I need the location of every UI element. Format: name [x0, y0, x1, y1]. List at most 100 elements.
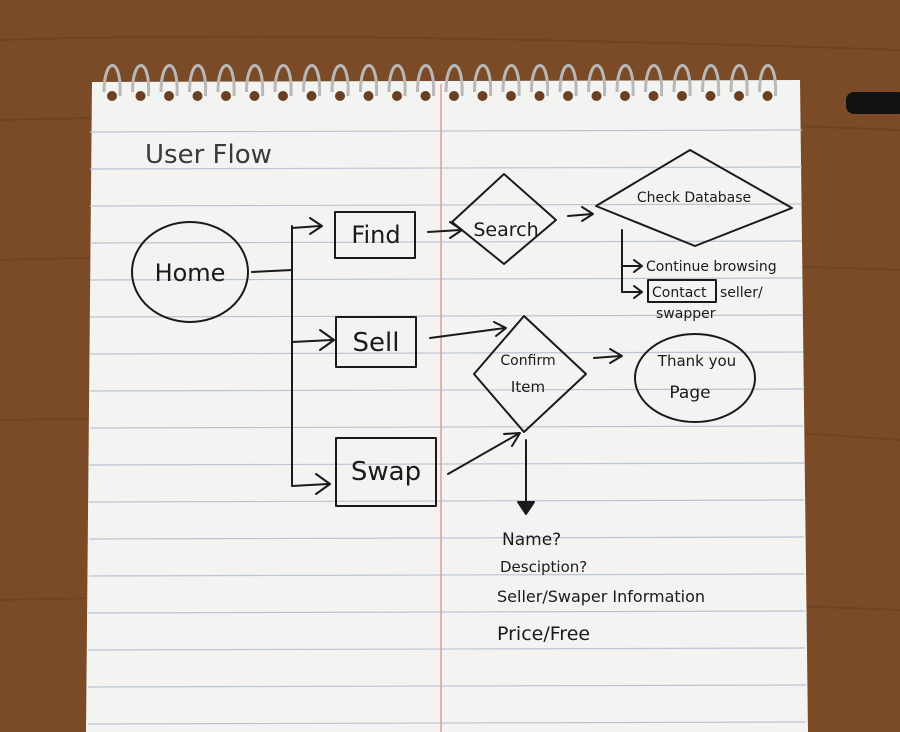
confirm-label-line2: Item: [511, 378, 545, 396]
spiral-coil: [302, 64, 322, 97]
diagram-title: User Flow: [145, 140, 272, 170]
spiral-coil: [587, 64, 607, 97]
home-label: Home: [155, 259, 226, 287]
arrowhead-contact: [633, 285, 643, 299]
edge-find-search: [427, 229, 461, 233]
notebook-page: [86, 64, 808, 732]
spiral-coil: [188, 64, 208, 97]
spiral-hole: [591, 91, 602, 101]
find-label: Find: [351, 221, 400, 249]
edge-search-check: [567, 213, 593, 217]
spiral-hole: [534, 91, 545, 101]
arrowhead-thank: [609, 348, 623, 364]
check-database-node-shape: [595, 149, 793, 247]
spiral-hole: [335, 91, 345, 101]
swapper-label: swapper: [656, 306, 716, 322]
arrowhead-confirm-swap: [503, 432, 521, 447]
spiral-hole: [363, 91, 374, 101]
field-seller-info: Seller/Swaper Information: [497, 587, 705, 606]
spiral-coil: [672, 64, 692, 97]
field-price: Price/Free: [497, 623, 590, 645]
spiral-hole: [449, 91, 459, 101]
spiral-hole: [563, 91, 573, 101]
spiral-coil: [387, 64, 407, 97]
edge-to-find: [291, 225, 321, 229]
spiral-hole: [677, 91, 687, 101]
edge-sell-confirm: [429, 327, 506, 339]
spiral-coil: [330, 64, 350, 97]
edge-swap-confirm: [447, 433, 519, 475]
find-node-shape: [334, 211, 416, 259]
spiral-hole: [734, 91, 744, 101]
spiral-hole: [477, 91, 488, 101]
spiral-hole: [762, 91, 773, 101]
edge-to-sell: [291, 339, 333, 343]
arrowhead-continue: [633, 259, 643, 273]
spiral-binding: [102, 64, 778, 101]
edge-confirm-thank: [593, 355, 621, 359]
spiral-coil: [159, 64, 179, 97]
spiral-coil: [615, 64, 635, 97]
spiral-coil: [530, 64, 550, 97]
spiral-coil: [758, 64, 778, 97]
spiral-hole: [249, 91, 260, 101]
spiral-hole: [420, 91, 431, 101]
contact-box: [647, 279, 717, 303]
spiral-hole: [221, 91, 231, 101]
swap-label: Swap: [351, 457, 421, 487]
sell-node-shape: [335, 316, 417, 368]
spiral-coil: [359, 64, 379, 97]
spiral-hole: [278, 91, 288, 101]
spiral-hole: [107, 91, 117, 101]
swap-node-shape: [335, 437, 437, 507]
spiral-coil: [444, 64, 464, 97]
spiral-coil: [131, 64, 151, 97]
spiral-coil: [245, 64, 265, 97]
search-node-shape: [451, 173, 557, 265]
spiral-hole: [506, 91, 516, 101]
arrowhead-check: [581, 206, 594, 222]
spiral-hole: [306, 91, 317, 101]
spiral-hole: [705, 91, 716, 101]
thank-you-node-shape: [634, 333, 756, 423]
spiral-coil: [216, 64, 236, 97]
pen: [846, 92, 900, 114]
spiral-coil: [729, 64, 749, 97]
thank-you-label-line2: Page: [669, 383, 710, 403]
arrowhead-sell: [319, 329, 335, 351]
spiral-coil: [473, 64, 493, 97]
confirm-label-line1: Confirm: [500, 353, 555, 369]
continue-browsing-label: Continue browsing: [646, 259, 777, 275]
search-label: Search: [473, 219, 538, 241]
arrowhead-confirm-sell: [493, 321, 507, 337]
spiral-coil: [501, 64, 521, 97]
spiral-hole: [620, 91, 630, 101]
spiral-coil: [701, 64, 721, 97]
home-node-shape: [131, 221, 249, 323]
spiral-hole: [135, 91, 146, 101]
sell-label: Sell: [353, 328, 400, 358]
contact-label: Contact: [652, 285, 707, 301]
spiral-hole: [192, 91, 203, 101]
spiral-coil: [102, 64, 122, 97]
seller-label: seller/: [720, 285, 763, 301]
confirm-item-node-shape: [473, 315, 587, 433]
spiral-coil: [558, 64, 578, 97]
spiral-coil: [273, 64, 293, 97]
field-name: Name?: [502, 530, 561, 550]
spiral-hole: [648, 91, 659, 101]
arrowhead-find: [309, 217, 323, 235]
edge-to-swap: [291, 483, 329, 487]
field-description: Desciption?: [500, 558, 587, 576]
check-database-label: Check Database: [637, 190, 751, 206]
arrowhead-fields: [517, 501, 535, 515]
spiral-coil: [416, 64, 436, 97]
spiral-hole: [392, 91, 402, 101]
spiral-hole: [164, 91, 174, 101]
edge-home-trunk: [251, 269, 293, 273]
arrowhead-swap: [315, 473, 331, 495]
spiral-coil: [644, 64, 664, 97]
thank-you-label-line1: Thank you: [657, 352, 736, 370]
